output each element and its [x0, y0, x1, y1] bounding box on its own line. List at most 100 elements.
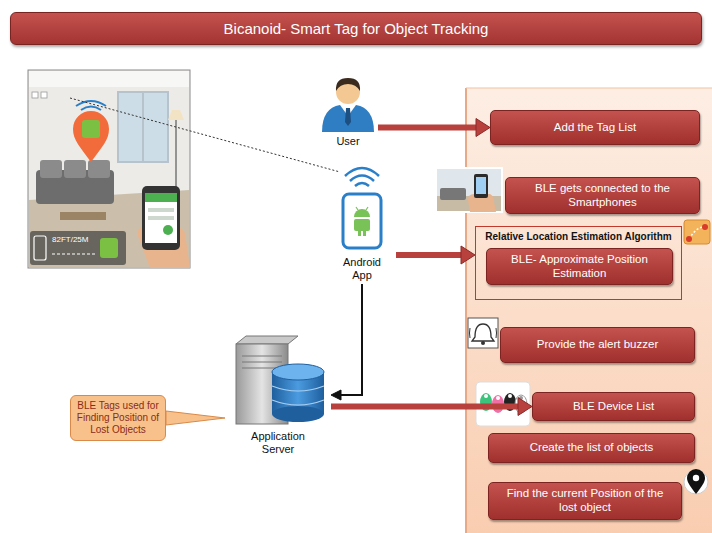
room-picture: [145, 193, 177, 243]
connector-line: [396, 252, 465, 258]
bell-icon: [469, 328, 471, 338]
map-route-icon: [686, 236, 692, 242]
user-icon: [336, 78, 360, 91]
room-picture: [142, 92, 144, 162]
arrow-head: [331, 390, 341, 400]
side-panel: [466, 88, 712, 533]
room-picture: [82, 120, 100, 138]
process-box: Create the list of objects: [488, 433, 695, 463]
room-picture: [100, 238, 118, 258]
process-box: Add the Tag List: [490, 110, 700, 145]
user-actor: User: [318, 78, 378, 150]
group-box: Relative Location Estimation AlgorithmBL…: [475, 226, 682, 300]
user-icon: [322, 105, 374, 132]
room-picture: [29, 71, 189, 87]
android-phone-icon: [345, 168, 379, 176]
map-route-icon: [702, 224, 708, 230]
android-phone-icon: [363, 231, 366, 236]
room-picture: [28, 70, 190, 268]
bell-icon: [468, 318, 498, 348]
dimension-label: 82FT/25M: [52, 236, 88, 244]
server-icon: [236, 336, 324, 424]
android-phone-icon: [343, 168, 381, 248]
android-phone-icon: [354, 219, 370, 231]
android-phone-icon: [354, 209, 370, 217]
side-panel: [466, 88, 712, 89]
server-icon: [272, 406, 324, 422]
block-arrow: [331, 398, 532, 416]
room-picture: [41, 92, 47, 98]
room-picture: [175, 120, 177, 190]
node-text: Application Server: [243, 430, 313, 456]
room-picture: [30, 231, 126, 265]
bell-icon: [481, 341, 485, 345]
dotted-link: [70, 98, 340, 172]
android-phone-icon: [355, 183, 369, 186]
node-text: BLE- Approximate Position Estimation: [495, 253, 664, 281]
group-heading: Relative Location Estimation Algorithm: [476, 231, 681, 243]
bell-icon: [468, 318, 498, 348]
android-phone-icon: [350, 176, 374, 182]
map-pin-icon: [684, 469, 708, 494]
process-box: Provide the alert buzzer: [500, 327, 695, 363]
node-text: User: [336, 135, 359, 148]
room-picture: [142, 186, 180, 250]
room-picture: [73, 111, 109, 162]
server-icon: [272, 364, 324, 380]
room-picture: [52, 253, 96, 254]
node-text: BLE Device List: [573, 400, 654, 414]
process-box: Find the current Position of the lost ob…: [488, 482, 682, 520]
side-panel: [466, 88, 712, 533]
ble-connect-thumbnail: [436, 168, 502, 212]
room-picture: [148, 208, 174, 212]
map-route-icon: [684, 220, 710, 244]
process-box: BLE gets connected to the Smartphones: [505, 177, 700, 214]
arrow-head: [518, 398, 532, 416]
map-pin-icon: [687, 469, 705, 494]
ble-connect-thumbnail: [474, 174, 488, 198]
server-icon: [242, 356, 282, 357]
process-box: BLE Device List: [532, 392, 695, 421]
tags-picture: [484, 394, 488, 398]
user-icon: [322, 78, 374, 132]
arrow-head: [461, 246, 475, 264]
android-phone-icon: [358, 231, 361, 236]
map-pin-icon: [693, 475, 699, 481]
room-picture: [168, 110, 184, 120]
node-text: Add the Tag List: [554, 121, 636, 135]
room-picture: [88, 160, 110, 178]
room-picture: [32, 92, 38, 98]
flow-arrow: [331, 284, 362, 400]
android-phone-icon: [343, 194, 381, 248]
room-picture: [145, 193, 177, 202]
android-phone-icon: [366, 207, 368, 210]
title-band: Bicanoid- Smart Tag for Object Tracking: [10, 12, 702, 45]
room-picture: [34, 236, 46, 260]
callout-tail: [166, 411, 225, 425]
connector-line: [338, 284, 362, 395]
room-picture: [118, 92, 168, 162]
map-route-icon: [684, 220, 710, 244]
callout-tail-shape: [166, 411, 225, 425]
process-box: BLE- Approximate Position Estimation: [486, 248, 673, 285]
side-panel: [465, 88, 467, 533]
server-actor: Application Server: [225, 332, 331, 458]
server-icon: [242, 362, 282, 363]
map-pin-icon: [684, 470, 708, 494]
callout-bubble: BLE Tags used for Finding Position of Lo…: [70, 395, 166, 441]
node-text: Android App: [337, 256, 387, 282]
android-phone-icon: [356, 207, 358, 210]
ble-connect-thumbnail: [436, 168, 502, 212]
node-text: Provide the alert buzzer: [537, 338, 658, 352]
server-icon: [236, 336, 298, 344]
room-picture: [81, 107, 101, 111]
bell-icon: [472, 324, 494, 341]
node-text: BLE gets connected to the Smartphones: [514, 182, 691, 210]
room-picture: [148, 216, 174, 220]
room-picture: [64, 160, 86, 178]
ble-connect-thumbnail: [440, 188, 466, 200]
room-picture: [40, 160, 62, 178]
block-arrow: [396, 246, 475, 264]
room-picture: [60, 212, 106, 220]
